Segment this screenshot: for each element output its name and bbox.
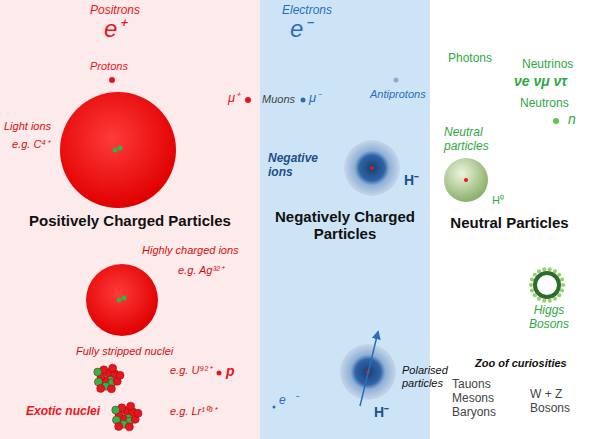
negative-ion-circle: Negative ionsH⁻ xyxy=(264,136,428,200)
higgs-halo xyxy=(537,269,541,273)
higgs-halo xyxy=(529,283,533,287)
exotic-nucleus: Exotic nuclei e.g. Lr¹⁰³⁺ xyxy=(20,396,240,436)
particle-name: Neutrinos xyxy=(522,58,573,72)
nucleon xyxy=(127,402,135,410)
particle-dot xyxy=(109,77,115,83)
ion-circle xyxy=(344,140,400,196)
particle-dot xyxy=(273,406,276,409)
particle-name: Neutrons xyxy=(520,97,569,111)
nucleon xyxy=(118,146,123,151)
ion-circle xyxy=(60,92,176,208)
higgs-halo xyxy=(533,273,537,277)
nucleon xyxy=(117,298,122,303)
higgs-halo xyxy=(537,297,541,301)
node-label: Negatively Charged Particles xyxy=(264,208,426,243)
fully-stripped-nucleus: Fully stripped nuclei e.g. U⁹²⁺ xyxy=(70,342,220,396)
node-label: H⁻ xyxy=(374,404,389,420)
node-label: e.g. Ag³²⁺ xyxy=(178,264,224,277)
node-label: e.g. U⁹²⁺ xyxy=(170,364,212,377)
particle-symbol: p⃗ xyxy=(226,363,245,379)
negative-band: Negatively Charged Particles Negative ion… xyxy=(260,0,430,439)
node-label: Light ions xyxy=(4,120,51,133)
particle-symbol: νe νμ ντ xyxy=(514,73,567,89)
higgs-halo xyxy=(530,278,534,282)
nucleus-dot xyxy=(464,178,468,182)
node-label: Neutral Particles xyxy=(434,214,585,231)
node-label: e.g. Lr¹⁰³⁺ xyxy=(170,405,217,418)
particle-list: Tauons Mesons Baryons xyxy=(452,378,502,419)
atom-sphere xyxy=(444,158,488,202)
higgs-halo xyxy=(548,267,552,271)
particle-name: Antiprotons xyxy=(370,88,426,101)
node-label: Positively Charged Particles xyxy=(4,212,256,229)
higgs-halo xyxy=(530,288,534,292)
particle-symbol: e⃗⁻ xyxy=(279,394,299,408)
ion-circle xyxy=(86,264,158,336)
particle-dot xyxy=(217,371,222,376)
nucleon xyxy=(94,368,102,376)
nucleon xyxy=(125,423,133,431)
highly-charged-ion-circle: Highly charged ions e.g. Ag³²⁺ xyxy=(80,240,255,340)
higgs-halo xyxy=(553,269,557,273)
particle-name: Protons xyxy=(90,60,128,73)
group-heading: Zoo of curiosities xyxy=(475,357,567,370)
nucleon xyxy=(109,364,117,372)
higgs-halo xyxy=(548,299,552,303)
higgs-halo xyxy=(561,283,565,287)
higgs-halo xyxy=(542,267,546,271)
higgs-halo xyxy=(533,293,537,297)
nucleon xyxy=(122,296,127,301)
particle-symbol: n xyxy=(568,111,576,127)
higgs-halo xyxy=(557,293,561,297)
nucleon xyxy=(116,371,124,379)
particle-dot xyxy=(553,118,559,124)
nucleon xyxy=(113,148,118,153)
nucleus-dot xyxy=(370,166,374,170)
higgs-halo xyxy=(553,297,557,301)
particle-dot xyxy=(301,98,306,103)
particle-symbol: e⁺ xyxy=(104,15,125,43)
particle-symbol: μ⁻ xyxy=(309,91,320,106)
particle-list: W + Z Bosons xyxy=(530,388,586,416)
spin-arrow xyxy=(360,332,378,406)
higgs-halo xyxy=(560,278,564,282)
higgs-halo xyxy=(557,273,561,277)
nucleon xyxy=(112,406,120,414)
particle-name: Muons xyxy=(262,93,295,106)
nucleon xyxy=(115,422,123,430)
higgs-halo xyxy=(542,299,546,303)
neutral-atom-sphere: Neutral particlesH⁰ xyxy=(440,124,530,208)
particle-symbol: μ⁺ xyxy=(228,91,239,106)
light-ion-circle: Light ions e.g. C⁴⁺ xyxy=(0,88,190,214)
higgs-boson-ring: Higgs Bosons xyxy=(518,266,584,342)
particle-symbol: e⁻ xyxy=(290,15,311,43)
node-label: Highly charged ions xyxy=(142,244,239,257)
node-label: Neutral particles xyxy=(444,126,506,154)
node-label: e.g. C⁴⁺ xyxy=(12,138,50,151)
particle-dot xyxy=(394,78,399,83)
node-label: Higgs Bosons xyxy=(518,304,580,332)
node-label: H⁻ xyxy=(404,172,419,188)
nucleon xyxy=(107,385,115,393)
higgs-ring xyxy=(535,273,559,297)
higgs-halo xyxy=(560,288,564,292)
nucleon xyxy=(134,409,142,417)
polarised-particle-circle: Polarised particlesH⁻ xyxy=(330,326,430,426)
particle-dot xyxy=(245,97,251,103)
nucleon xyxy=(97,384,105,392)
node-label: Exotic nuclei xyxy=(26,405,100,419)
shape-outline xyxy=(0,88,190,214)
node-label: Negative ions xyxy=(268,152,330,180)
particle-name: Photons xyxy=(448,52,492,66)
node-label: Fully stripped nuclei xyxy=(76,345,173,358)
node-label: H⁰ xyxy=(492,194,504,207)
